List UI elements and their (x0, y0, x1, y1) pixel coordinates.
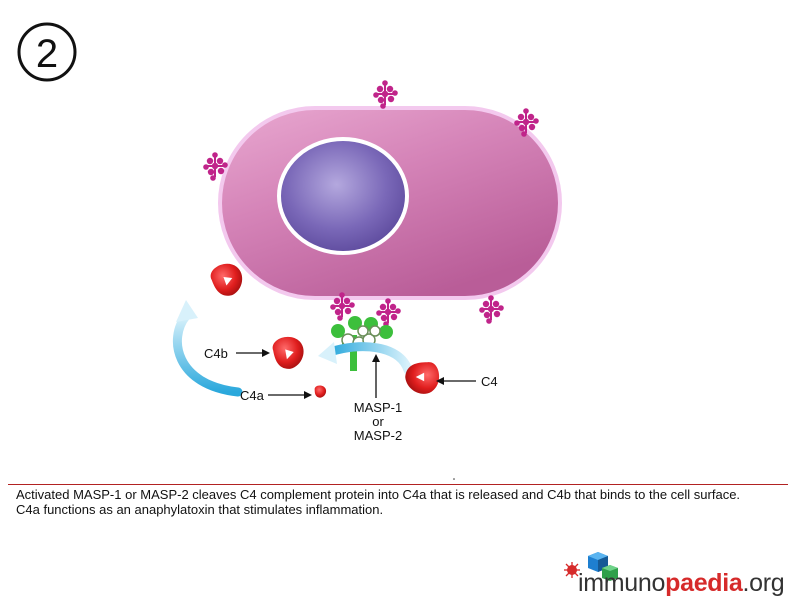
pointer-lines (236, 349, 476, 399)
cell (218, 106, 562, 300)
label-masp-line1: MASP-1 (354, 400, 402, 415)
label-masp-line2: or (372, 414, 384, 429)
logo-text: immunopaedia.org (578, 569, 785, 598)
nucleus (277, 137, 409, 255)
stray-dot (453, 478, 455, 480)
cleavage-arrow (318, 342, 413, 375)
caption-line-1: Activated MASP-1 or MASP-2 cleaves C4 co… (16, 487, 741, 502)
carbohydrate-top (373, 80, 398, 109)
label-c4b: C4b (204, 346, 228, 361)
masp-subunit (369, 325, 381, 337)
complement-proteins (207, 259, 440, 398)
c4b-binding-arrow (172, 300, 243, 397)
c4-protein (405, 362, 440, 394)
c4b-protein (271, 334, 307, 372)
logo-text-paedia: paedia (665, 569, 743, 597)
caption-divider (8, 484, 788, 485)
step-badge: 2 (17, 22, 77, 82)
step-number: 2 (36, 32, 58, 76)
caption: Activated MASP-1 or MASP-2 cleaves C4 co… (16, 487, 791, 517)
caption-line-2: C4a functions as an anaphylatoxin that s… (16, 502, 384, 517)
logo-text-org: .org (742, 569, 785, 597)
label-c4: C4 (481, 374, 498, 389)
label-c4a: C4a (240, 388, 265, 403)
logo-mark-icon (564, 552, 618, 581)
masp-subunit (357, 325, 369, 337)
c4b-bound-protein (207, 259, 248, 300)
carbohydrate-bottom-right (479, 295, 504, 324)
site-logo[interactable]: immunopaedia.org (562, 552, 792, 598)
logo-text-immuno: immuno (578, 569, 666, 597)
label-masp-line3: MASP-2 (354, 428, 402, 443)
c4a-fragment (314, 385, 327, 398)
carbohydrate-bottom-mid (376, 298, 401, 327)
